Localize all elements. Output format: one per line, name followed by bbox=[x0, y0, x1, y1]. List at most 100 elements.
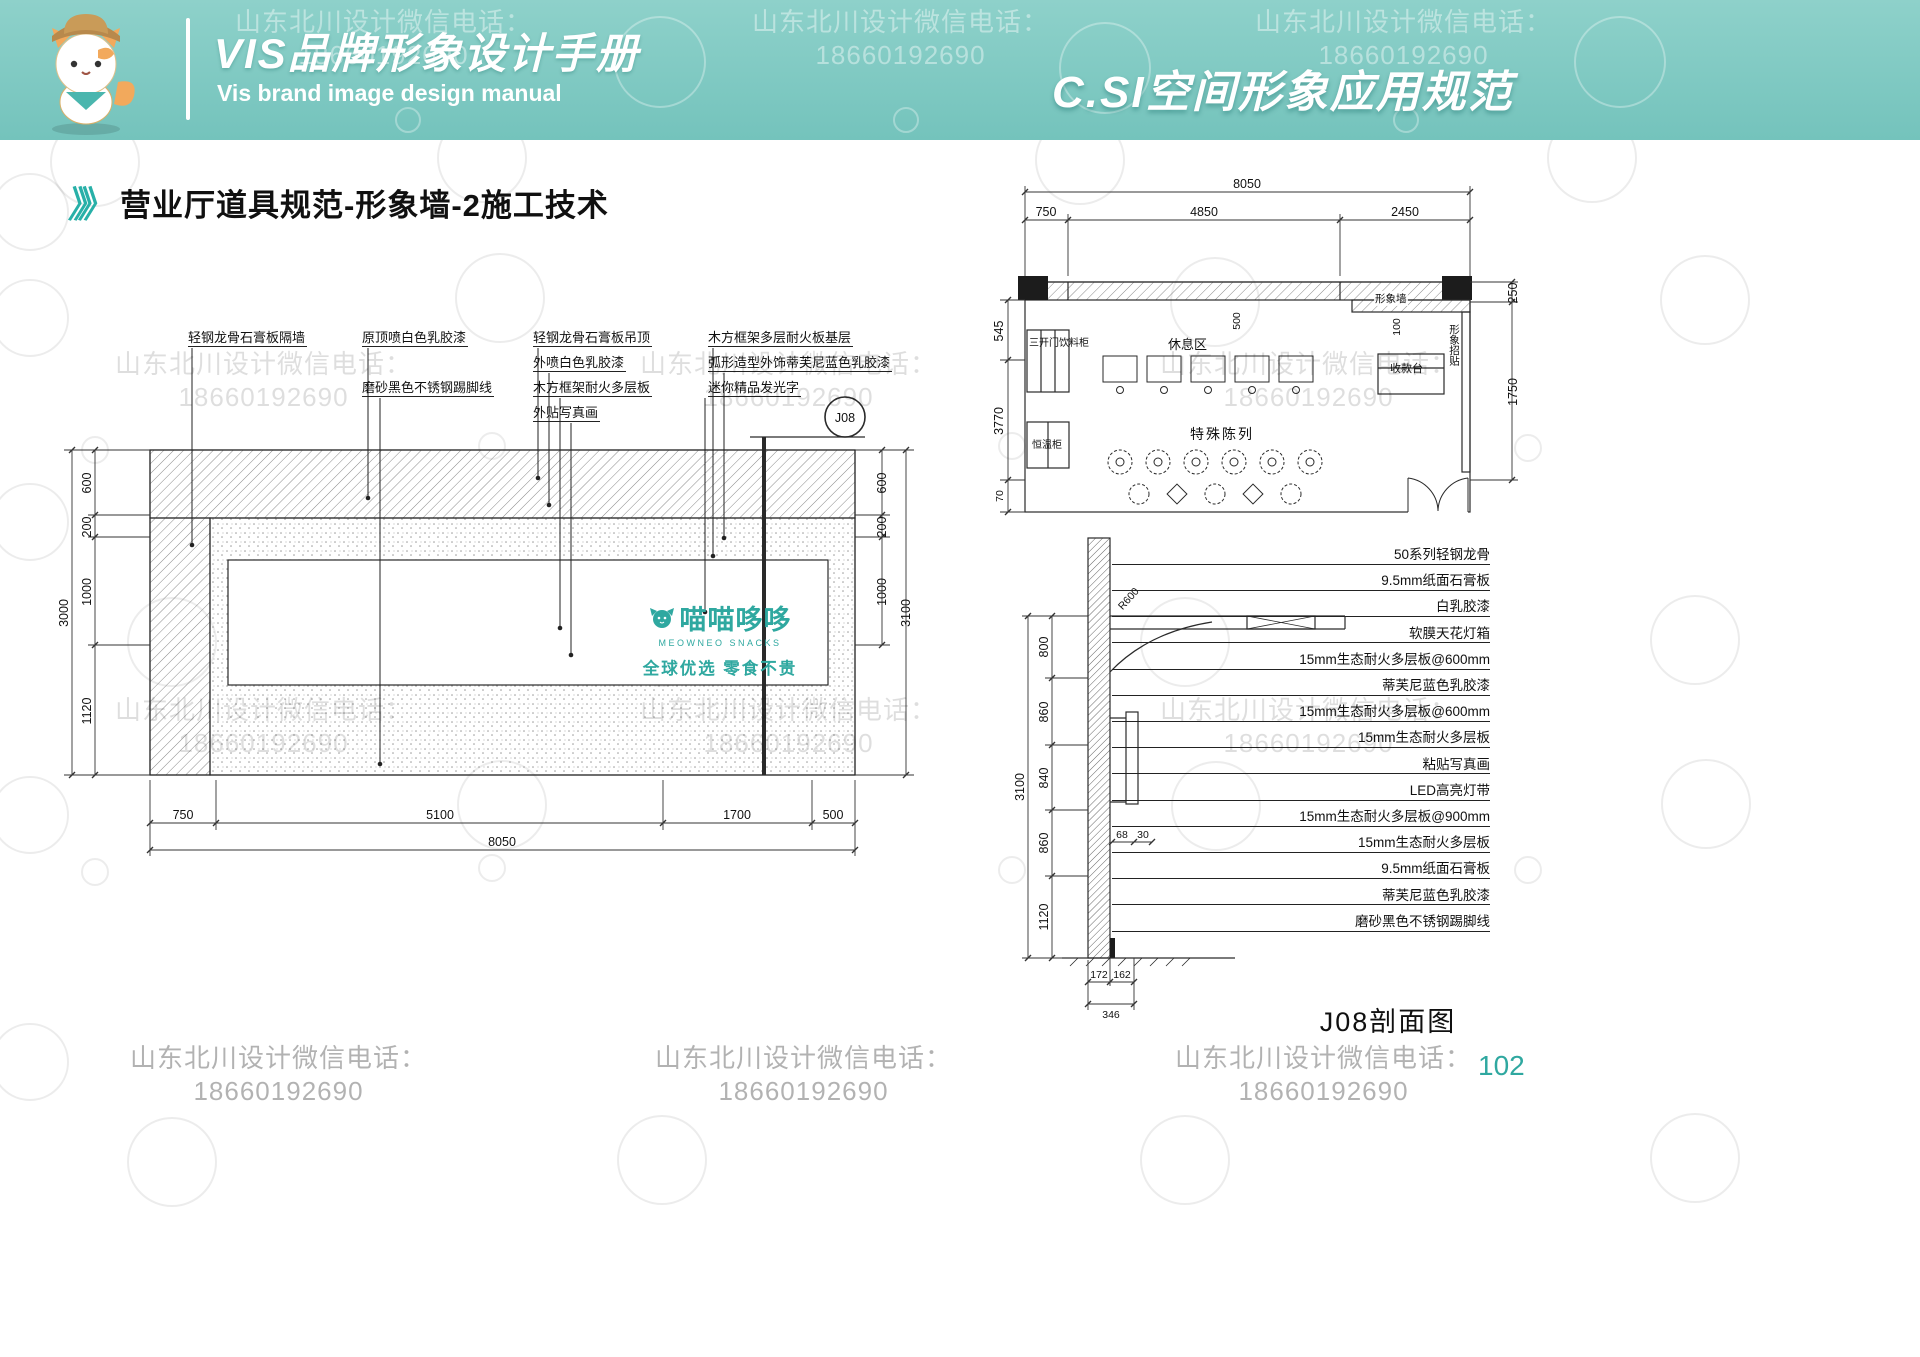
floor-plan-drawing bbox=[1018, 276, 1472, 514]
section-callout: 粘贴写真画 bbox=[1112, 757, 1490, 775]
section-callout: 15mm生态耐火多层板@600mm bbox=[1112, 652, 1490, 670]
dimension-label: 500 bbox=[823, 808, 844, 822]
elevation-callout: 原顶喷白色乳胶漆 bbox=[362, 330, 469, 348]
section-callout: 9.5mm纸面石膏板 bbox=[1112, 862, 1490, 880]
brand-logo: 喵喵哆哆 MEOWNEO SNACKS 全球优选 零食不贵 bbox=[634, 598, 806, 679]
plan-label-cashier: 收款台 bbox=[1390, 363, 1423, 375]
dimension-label: 1120 bbox=[80, 698, 94, 725]
watermark-text: 山东北川设计微信电话：18660192690 bbox=[640, 695, 938, 758]
dimension-label: 800 bbox=[1037, 637, 1051, 658]
brand-slogan: 全球优选 零食不贵 bbox=[642, 660, 798, 678]
section-callout: LED高亮灯带 bbox=[1112, 783, 1490, 801]
dimension-label: 750 bbox=[1036, 205, 1057, 219]
dimension-label: 1120 bbox=[1037, 904, 1051, 931]
watermark-text: 山东北川设计微信电话：18660192690 bbox=[1175, 1043, 1473, 1106]
dimension-label: 346 bbox=[1102, 1009, 1120, 1021]
elevation-drawing bbox=[149, 396, 866, 776]
dimension-label: 68 bbox=[1116, 829, 1128, 841]
section-callout: 15mm生态耐火多层板@900mm bbox=[1112, 809, 1490, 827]
plan-label-special-display: 特殊陈列 bbox=[1190, 426, 1254, 442]
elevation-callout: 外喷白色乳胶漆 bbox=[533, 355, 627, 373]
plan-label-warmer: 恒温柜 bbox=[1032, 440, 1062, 451]
dimension-label: 8050 bbox=[1233, 177, 1261, 191]
section-callout: 50系列轻钢龙骨 bbox=[1112, 547, 1490, 565]
brand-name-en: MEOWNEO SNACKS bbox=[658, 638, 782, 648]
chevron-marker-icon: 》》 bbox=[66, 184, 111, 225]
section-drawing bbox=[1062, 537, 1346, 967]
dimension-label: 750 bbox=[173, 808, 194, 822]
dimension-label: 8050 bbox=[488, 835, 516, 849]
elevation-callout: 轻钢龙骨石膏板吊顶 bbox=[533, 330, 653, 348]
section-title: 》》 营业厅道具规范-形象墙-2施工技术 bbox=[67, 176, 609, 228]
dimension-label: 1750 bbox=[1506, 378, 1520, 406]
dimension-label: 545 bbox=[992, 321, 1006, 342]
section-callout: 蒂芙尼蓝色乳胶漆 bbox=[1112, 888, 1490, 906]
elevation-callout: 弧形造型外饰蒂芙尼蓝色乳胶漆 bbox=[708, 355, 893, 373]
elevation-callout: 迷你精品发光字 bbox=[708, 380, 802, 398]
dimension-label: 2450 bbox=[1391, 205, 1419, 219]
section-callout: 蒂芙尼蓝色乳胶漆 bbox=[1112, 678, 1490, 696]
watermark-text: 山东北川设计微信电话：18660192690 bbox=[1160, 349, 1458, 412]
watermark-text: 山东北川设计微信电话：18660192690 bbox=[130, 1043, 428, 1106]
watermark-text: 山东北川设计微信电话：18660192690 bbox=[1160, 695, 1458, 758]
elevation-callout: 木方框架耐火多层板 bbox=[533, 380, 653, 398]
dimension-label: 1700 bbox=[723, 808, 751, 822]
page-number: 102 bbox=[1478, 1050, 1525, 1081]
header-section-code: C.SI空间形象应用规范 bbox=[1052, 68, 1514, 117]
elevation-callout: 磨砂黑色不锈钢踢脚线 bbox=[362, 380, 495, 398]
section-callout: 磨砂黑色不锈钢踢脚线 bbox=[1112, 914, 1490, 932]
dimension-label: 860 bbox=[1037, 833, 1051, 854]
dimension-label: 200 bbox=[875, 517, 889, 538]
dimension-label: 172 bbox=[1090, 969, 1108, 981]
dimension-label: 30 bbox=[1137, 829, 1149, 841]
section-callout: 9.5mm纸面石膏板 bbox=[1112, 573, 1490, 592]
radius-label: R600 bbox=[1116, 586, 1142, 613]
header-decorative-circles bbox=[395, 16, 1666, 133]
manual-title-en: Vis brand image design manual bbox=[217, 80, 562, 106]
dimension-label: 200 bbox=[80, 517, 94, 538]
section-callout: 15mm生态耐火多层板@600mm bbox=[1112, 704, 1490, 723]
dimension-label: 3100 bbox=[1013, 773, 1027, 801]
section-callout: 15mm生态耐火多层板 bbox=[1112, 835, 1490, 854]
dimension-label: 600 bbox=[80, 473, 94, 494]
floor-plan-dimensions bbox=[1000, 186, 1518, 516]
dimension-label: 3100 bbox=[899, 599, 913, 627]
watermark-text: 山东北川设计微信电话：18660192690 bbox=[115, 349, 413, 412]
dimension-label: 70 bbox=[994, 490, 1006, 502]
elevation-leaders bbox=[189, 348, 727, 767]
dimension-label: 162 bbox=[1113, 969, 1131, 981]
dimension-label: 860 bbox=[1037, 702, 1051, 723]
dimension-label: 3000 bbox=[57, 599, 71, 627]
page-header: VIS品牌形象设计手册 Vis brand image design manua… bbox=[0, 0, 1920, 140]
brand-name-cn: 喵喵哆哆 bbox=[679, 605, 792, 635]
plan-label-image-poster: 形象招贴 bbox=[1448, 324, 1460, 366]
header-divider bbox=[186, 18, 190, 120]
detail-marker-label: J08 bbox=[835, 411, 855, 425]
watermark-text: 山东北川设计微信电话：18660192690 bbox=[115, 695, 413, 758]
watermark-text: 山东北川设计微信电话：18660192690 bbox=[655, 1043, 953, 1106]
dimension-label: 3770 bbox=[992, 407, 1006, 435]
section-detail-title: J08剖面图 bbox=[1319, 1007, 1457, 1037]
plan-label-rest-area: 休息区 bbox=[1168, 337, 1208, 352]
dimension-label: 100 bbox=[1391, 318, 1403, 336]
dimension-label: 840 bbox=[1037, 768, 1051, 789]
manual-title-cn: VIS品牌形象设计手册 bbox=[214, 30, 640, 77]
elevation-callout: 木方框架多层耐火板基层 bbox=[708, 330, 854, 348]
elevation-callout: 外贴写真画 bbox=[533, 405, 601, 423]
dimension-label: 250 bbox=[1506, 283, 1520, 304]
plan-label-image-wall: 形象墙 bbox=[1374, 291, 1408, 306]
watermark-text: 山东北川设计微信电话：18660192690 bbox=[640, 349, 938, 412]
section-callout: 软膜天花灯箱 bbox=[1112, 626, 1490, 644]
dimension-label: 4850 bbox=[1190, 205, 1218, 219]
dimension-label: 5100 bbox=[426, 808, 454, 822]
dimension-label: 1000 bbox=[875, 578, 889, 606]
section-callout: 白乳胶漆 bbox=[1112, 600, 1490, 618]
plan-label-drink-cooler: 三开门饮料柜 bbox=[1029, 338, 1089, 349]
elevation-callout: 轻钢龙骨石膏板隔墙 bbox=[188, 330, 308, 348]
section-dimensions bbox=[1022, 612, 1156, 1010]
